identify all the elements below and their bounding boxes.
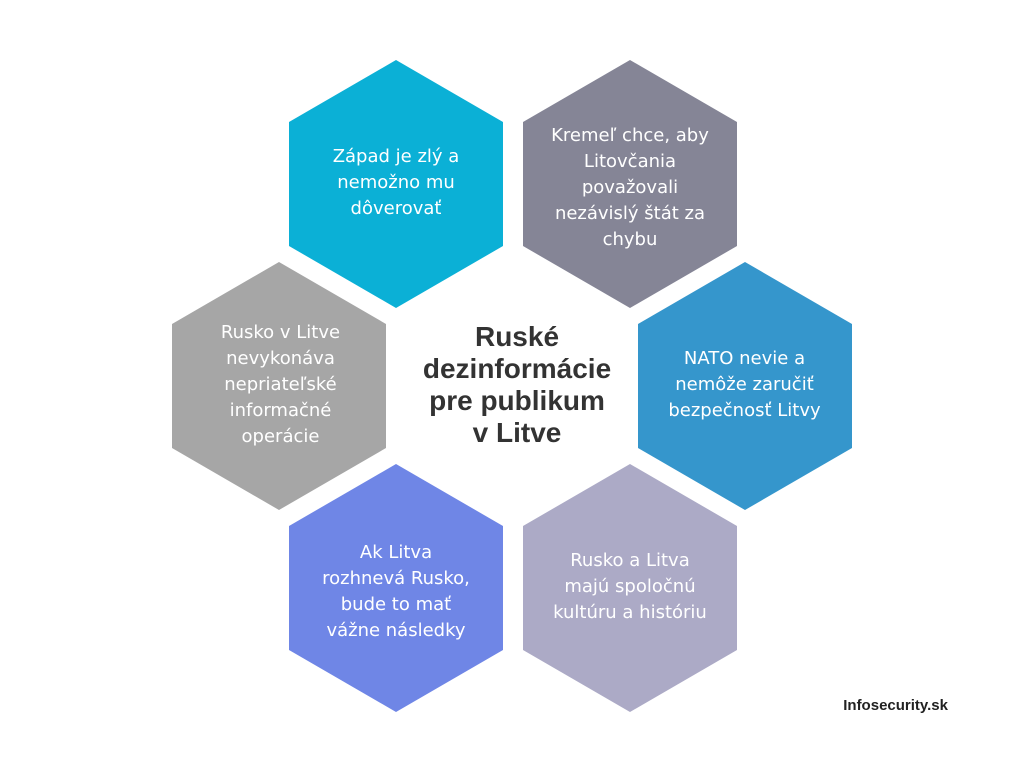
hexagon-label: Kremeľ chce, aby Litovčania považovali n… xyxy=(551,125,709,250)
hexagon-label: NATO nevie a nemôže zaručiť bezpečnosť L… xyxy=(668,348,821,421)
hexagon-label: Rusko a Litva majú spoločnú kultúru a hi… xyxy=(553,550,707,623)
brand-label: Infosecurity.sk xyxy=(843,697,948,714)
hexagon-label: Západ je zlý a nemožno mu dôverovať xyxy=(332,146,460,219)
hexagon-consequences xyxy=(289,464,503,712)
hexagon-west-untrustworthy xyxy=(289,60,503,308)
hexagon-kremlin-independence xyxy=(523,60,737,308)
hexagon-label: Rusko v Litve nevykonáva nepriateľské in… xyxy=(220,322,341,447)
hexagon-shared-culture xyxy=(523,464,737,712)
hexagon-no-hostile-operations xyxy=(172,262,386,510)
hexagon-nato-security xyxy=(638,262,852,510)
hexagon-label: Ak Litva rozhnevá Rusko, bude to mať váž… xyxy=(322,542,470,641)
diagram-title: Ruské dezinformácie pre publikum v Litve xyxy=(422,321,612,448)
